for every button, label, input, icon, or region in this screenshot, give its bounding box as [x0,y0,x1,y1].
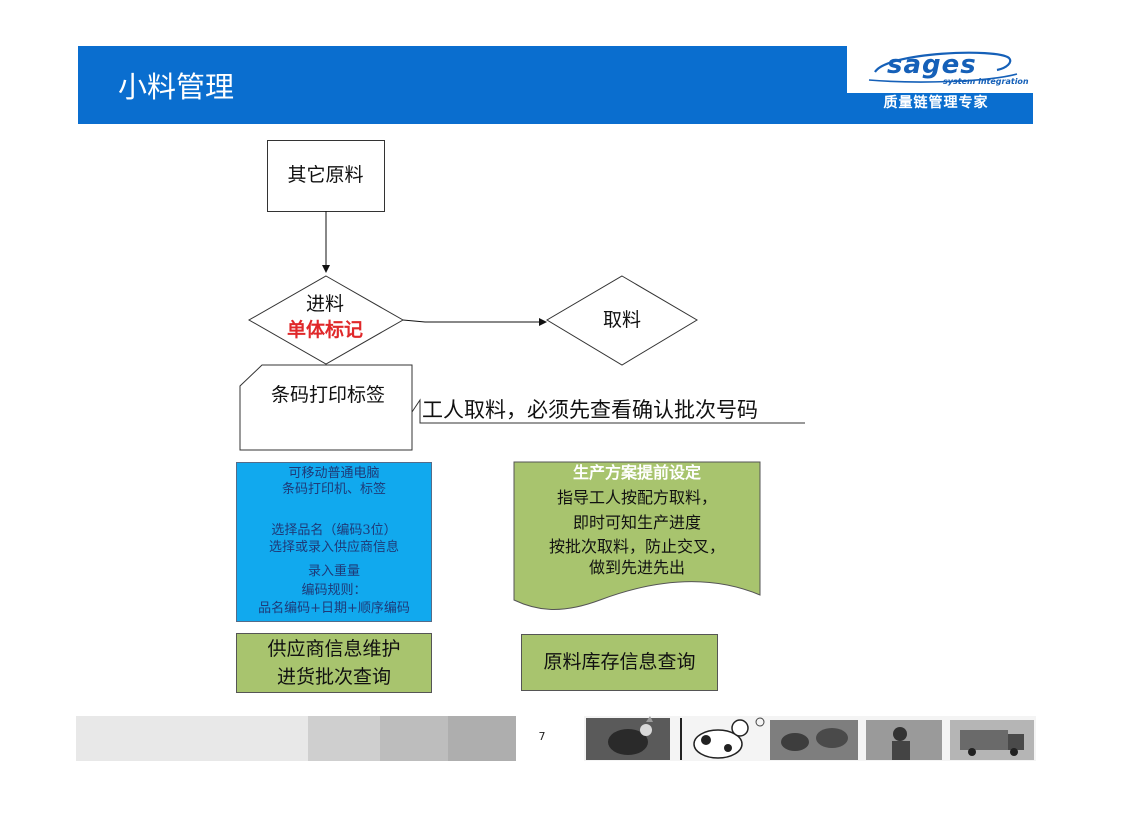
green-doc-line: 做到先进先出 [588,558,685,577]
supplier-box [236,633,432,693]
inventory-box-label: 原料库存信息查询 [543,651,696,673]
supplier-box-line1: 供应商信息维护 [267,638,401,660]
node-barcode-label: 条码打印标签 [270,384,385,406]
rooster-photo [586,716,670,760]
node-intake-highlight: 单体标记 [286,319,363,341]
blue-box-line: 品名编码+日期+顺序编码 [258,601,410,616]
node-other-materials-label: 其它原料 [287,164,364,186]
callout-bracket [411,398,805,424]
page-number: 7 [538,730,546,743]
green-doc-line: 按批次取料，防止交叉， [548,537,725,556]
sages-logo: sages system integration [847,46,1033,93]
blue-box-line: 选择或录入供应商信息 [268,540,399,555]
svg-text:sages: sages [887,50,977,80]
blue-info-box [236,462,432,622]
node-intake-diamond [247,275,405,365]
blue-box-line: 编码规则： [301,583,367,598]
green-document-shape [513,461,761,610]
blue-box-line: 条码打印机、标签 [281,482,386,497]
node-picking-diamond [546,275,698,366]
supplier-box-line2: 进货批次查询 [276,666,391,688]
truck-photo [950,720,1034,760]
page-title: 小料管理 [118,70,235,104]
cow-cartoon [693,717,765,759]
svg-text:system integration: system integration [943,77,1029,86]
node-picking-label: 取料 [602,309,641,331]
node-intake-label: 进料 [305,293,344,315]
blue-box-line: 可移动普通电脑 [288,466,380,481]
green-doc-line: 指导工人按配方取料， [556,488,717,507]
blue-box-line: 录入重量 [307,564,360,579]
node-other-materials [267,140,385,212]
blue-box-line: 选择品名（编码3位） [271,523,397,538]
green-doc-line: 即时可知生产进度 [572,513,701,532]
sages-logo-icon: sages system integration [868,50,1029,86]
inventory-box [521,634,718,691]
logo-subtitle: 质量链管理专家 [883,95,989,111]
node-barcode-card [239,364,413,451]
callout-text: 工人取料，必须先查看确认批次号码 [422,398,758,422]
worker-photo [866,720,942,760]
green-doc-title: 生产方案提前设定 [572,463,701,482]
cattle-photo [770,720,858,760]
connector-intake-to-picking [402,318,547,326]
